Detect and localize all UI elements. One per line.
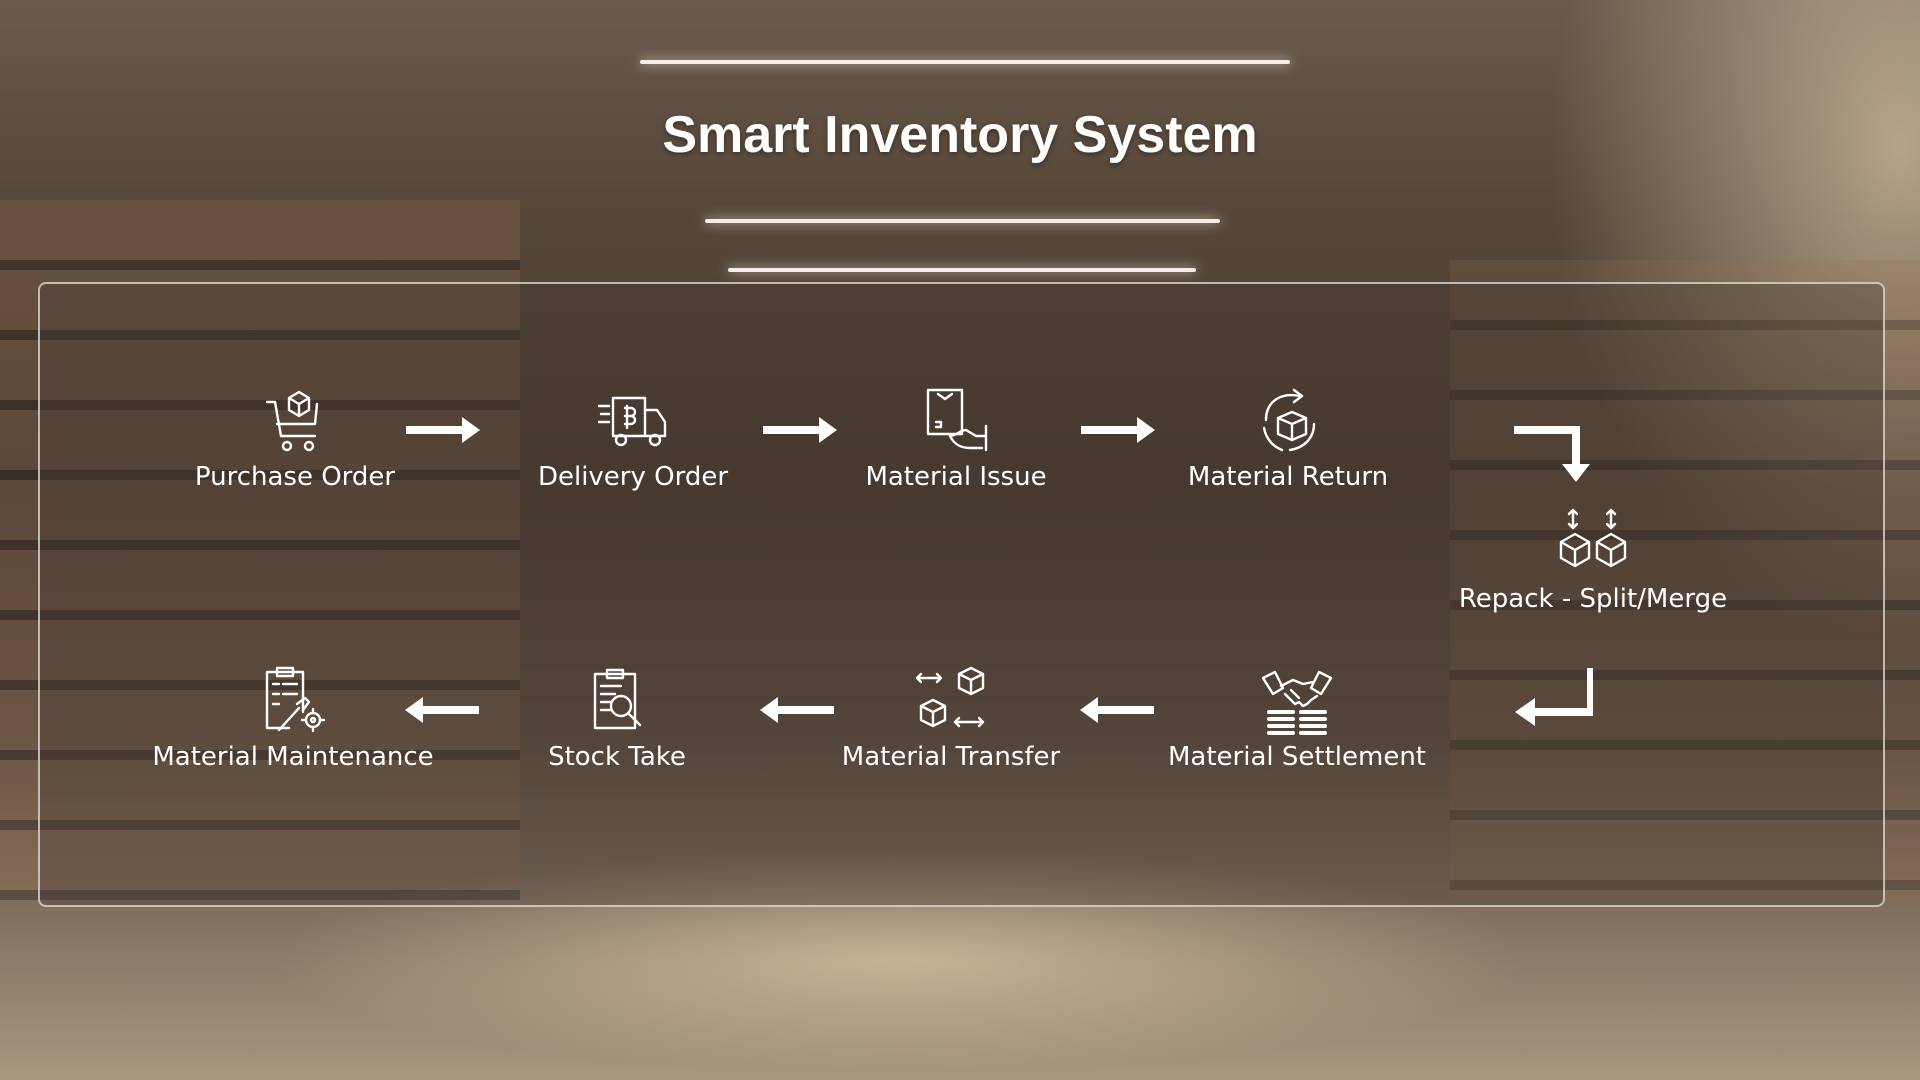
step-delivery-order[interactable]: Delivery Order — [463, 384, 803, 492]
ceiling-light — [705, 219, 1220, 223]
arrow-right — [1081, 415, 1155, 445]
step-material-return[interactable]: Material Return — [1118, 384, 1458, 492]
ceiling-light — [640, 60, 1290, 64]
arrow-right — [406, 415, 480, 445]
arrow-right — [763, 415, 837, 445]
step-label: Stock Take — [548, 742, 686, 772]
step-label: Material Transfer — [841, 742, 1061, 772]
shopping-cart-box-icon — [265, 390, 319, 452]
step-label: Purchase Order — [194, 462, 396, 492]
arrow-left — [1080, 695, 1154, 725]
step-material-settlement[interactable]: Material Settlement — [1127, 664, 1467, 772]
step-purchase-order[interactable]: Purchase Order — [125, 384, 465, 492]
arrow-turn-left — [1513, 668, 1595, 728]
hand-package-icon — [926, 388, 988, 452]
step-label: Repack - Split/Merge — [1458, 584, 1728, 614]
handshake-coins-icon — [1261, 670, 1333, 735]
transfer-boxes-icon — [915, 666, 985, 728]
step-stock-take[interactable]: Stock Take — [447, 664, 787, 772]
step-material-maintenance[interactable]: Material Maintenance — [123, 664, 463, 772]
arrow-left — [405, 695, 479, 725]
shelf-rack-right — [1450, 260, 1920, 900]
delivery-truck-icon — [597, 396, 667, 447]
step-label: Material Issue — [865, 462, 1047, 492]
step-material-transfer[interactable]: Material Transfer — [781, 664, 1121, 772]
step-label: Material Maintenance — [152, 742, 434, 772]
return-box-icon — [1262, 388, 1316, 452]
ceiling-light — [728, 268, 1196, 272]
shelf-rack-left — [0, 200, 520, 900]
clipboard-search-icon — [593, 668, 642, 730]
step-material-issue[interactable]: Material Issue — [786, 384, 1126, 492]
arrow-left — [760, 695, 834, 725]
step-label: Material Settlement — [1168, 742, 1426, 772]
page-title: Smart Inventory System — [662, 106, 1258, 164]
split-merge-boxes-icon — [1559, 508, 1627, 568]
workflow-panel — [38, 282, 1885, 907]
clipboard-wrench-gear-icon — [265, 666, 326, 733]
arrow-turn-down — [1514, 424, 1594, 484]
step-label: Delivery Order — [537, 462, 729, 492]
step-label: Material Return — [1187, 462, 1389, 492]
step-repack-split-merge[interactable]: Repack - Split/Merge — [1423, 506, 1763, 614]
